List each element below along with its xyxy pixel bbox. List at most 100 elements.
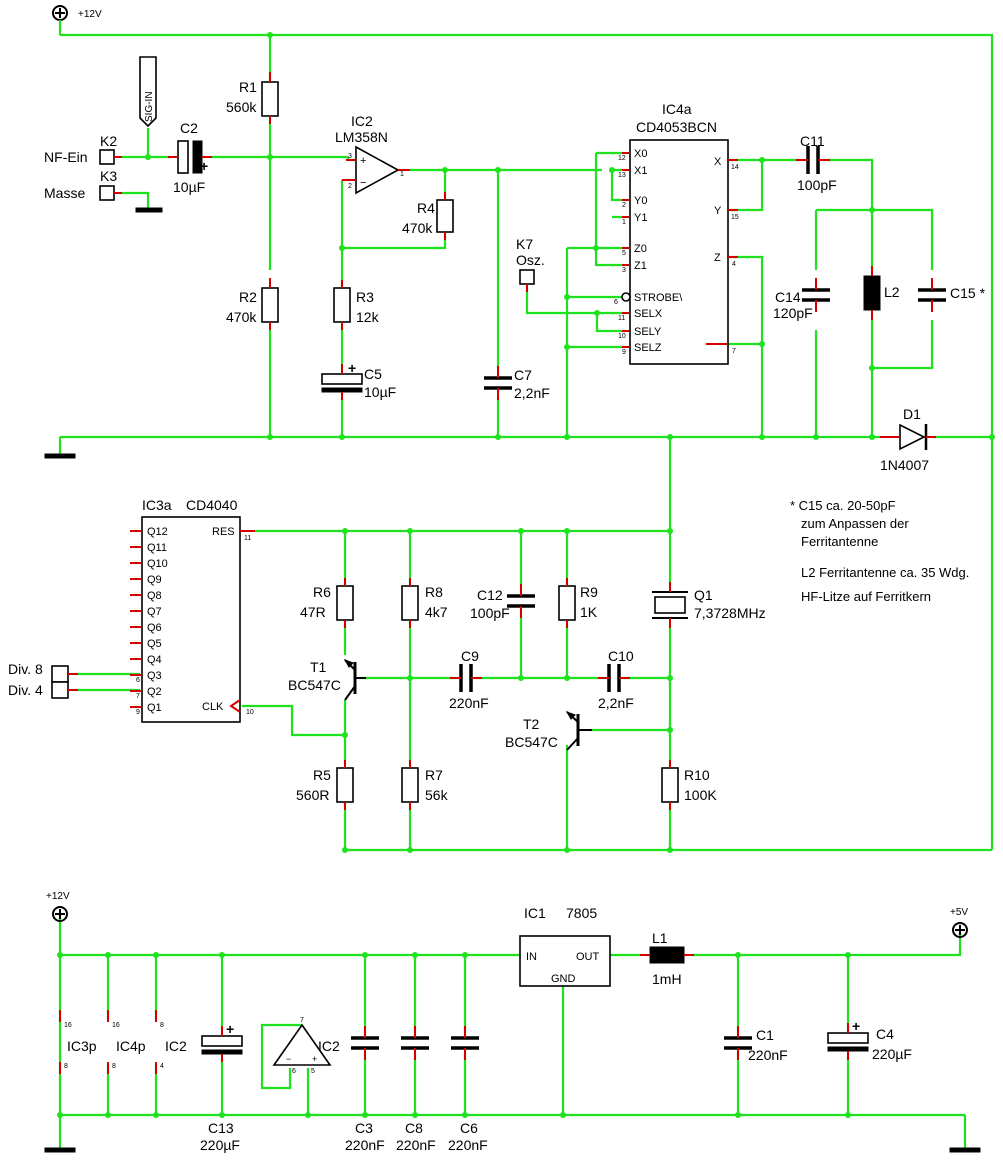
svg-text:4k7: 4k7 [425,604,448,620]
power-pins-ic2: 8 4 IC2 [155,1010,187,1074]
svg-text:13: 13 [618,172,626,179]
svg-text:C6: C6 [460,1120,478,1136]
svg-text:470k: 470k [226,309,257,325]
svg-text:R8: R8 [425,584,443,600]
svg-text:Z: Z [714,252,721,264]
power-pins-ic4: 16 8 IC4p [107,1010,146,1074]
svg-text:9: 9 [136,709,140,716]
svg-text:+: + [348,360,356,376]
svg-text:R7: R7 [425,767,443,783]
svg-text:SELY: SELY [634,326,662,338]
svg-text:GND: GND [551,973,576,985]
svg-text:100K: 100K [684,787,717,803]
svg-text:220nF: 220nF [448,1137,488,1153]
svg-text:IC4p: IC4p [116,1038,146,1054]
svg-text:T2: T2 [523,716,540,732]
svg-text:IC3a: IC3a [142,497,172,513]
svg-text:C12: C12 [477,587,503,603]
svg-text:100pF: 100pF [797,177,837,193]
svg-text:Q1: Q1 [694,587,713,603]
resistor-r10: R10 100K [661,760,717,810]
svg-text:7805: 7805 [566,905,597,921]
resistor-r8: R8 4k7 [401,578,448,628]
svg-text:−: − [360,177,366,189]
svg-text:Q11: Q11 [147,542,167,554]
svg-text:1N4007: 1N4007 [880,457,929,473]
svg-text:Q6: Q6 [147,622,162,634]
note-line: Ferritantenne [801,534,878,549]
svg-text:7: 7 [732,348,736,355]
capacitor-c9: C9 220nF [449,648,489,711]
svg-text:+: + [226,1021,234,1037]
ic1-7805: IC1 7805 IN OUT GND [519,905,611,987]
capacitor-c10: C10 2,2nF [598,648,634,711]
capacitor-c4: + C4 220µF [827,1018,912,1062]
note-line: L2 Ferritantenne ca. 35 Wdg. [801,565,969,580]
svg-text:47R: 47R [300,604,326,620]
svg-text:IC4a: IC4a [662,101,692,117]
transistor-t2: T2 BC547C [505,711,592,751]
capacitor-c3: C3 220nF [345,1026,385,1153]
svg-text:C14: C14 [775,289,801,305]
notes: * C15 ca. 20-50pF zum Anpassen der Ferri… [790,498,969,604]
svg-text:14: 14 [731,164,739,171]
svg-text:C1: C1 [756,1027,774,1043]
svg-text:CLK: CLK [202,701,224,713]
svg-text:220nF: 220nF [345,1137,385,1153]
svg-text:K7: K7 [516,236,533,252]
svg-text:8: 8 [160,1022,164,1029]
svg-text:470k: 470k [402,220,433,236]
svg-text:IC3p: IC3p [67,1038,97,1054]
junction-dots [57,32,995,1118]
svg-text:SELX: SELX [634,308,663,320]
svg-text:Q9: Q9 [147,574,162,586]
capacitor-c15: C15 * [918,278,986,312]
svg-text:11: 11 [618,315,625,322]
svg-text:+: + [360,155,366,167]
svg-text:560R: 560R [296,787,329,803]
svg-text:9: 9 [622,349,626,356]
svg-text:CD4040: CD4040 [186,497,238,513]
connector-k7: K7 Osz. [516,236,545,292]
resistor-r9: R9 1K [558,578,598,628]
svg-text:Q7: Q7 [147,606,162,618]
ic2b-opamp-unused: 7 6 5 − + IC2 [272,1017,340,1075]
svg-text:Q12: Q12 [147,526,168,538]
svg-text:SELZ: SELZ [634,342,662,354]
svg-text:CD4053BCN: CD4053BCN [636,119,717,135]
capacitor-c6: C6 220nF [448,1026,488,1153]
svg-text:IC1: IC1 [524,905,546,921]
resistor-r2: R2 470k [226,278,279,330]
svg-text:RES: RES [212,526,235,538]
svg-text:L2: L2 [884,284,900,300]
svg-text:4: 4 [160,1063,164,1070]
svg-text:6: 6 [136,677,140,684]
diode-d1: D1 1N4007 [880,406,936,473]
svg-text:220µF: 220µF [200,1137,240,1153]
supply-label-bottom: +12V [46,891,70,902]
svg-text:12k: 12k [356,309,380,325]
svg-text:220µF: 220µF [872,1046,912,1062]
resistor-r4: R4 470k [402,192,454,240]
resistor-r1: R1 560k [226,72,279,124]
svg-text:1K: 1K [580,604,598,620]
svg-text:5: 5 [622,250,626,257]
ic2-opamp: + − 3 2 1 IC2 LM358N [335,113,410,195]
svg-text:C10: C10 [608,648,634,664]
ground-symbol-main [44,437,76,459]
svg-text:7: 7 [300,1017,304,1024]
svg-text:X: X [714,156,722,168]
svg-text:Div. 8: Div. 8 [8,661,43,677]
svg-text:3: 3 [348,153,352,160]
svg-text:R4: R4 [417,200,435,216]
svg-text:10: 10 [618,333,626,340]
svg-text:10: 10 [246,709,254,716]
svg-text:2: 2 [622,202,626,209]
svg-text:T1: T1 [310,659,327,675]
svg-text:1: 1 [622,219,626,226]
svg-text:C11: C11 [800,133,825,149]
svg-text:R9: R9 [580,584,598,600]
ic4a-cd4053: IC4a CD4053BCN X0 X1 Y0 Y1 Z0 Z1 STROBE\… [614,101,739,365]
inductor-l1: L1 1mH [640,930,694,987]
